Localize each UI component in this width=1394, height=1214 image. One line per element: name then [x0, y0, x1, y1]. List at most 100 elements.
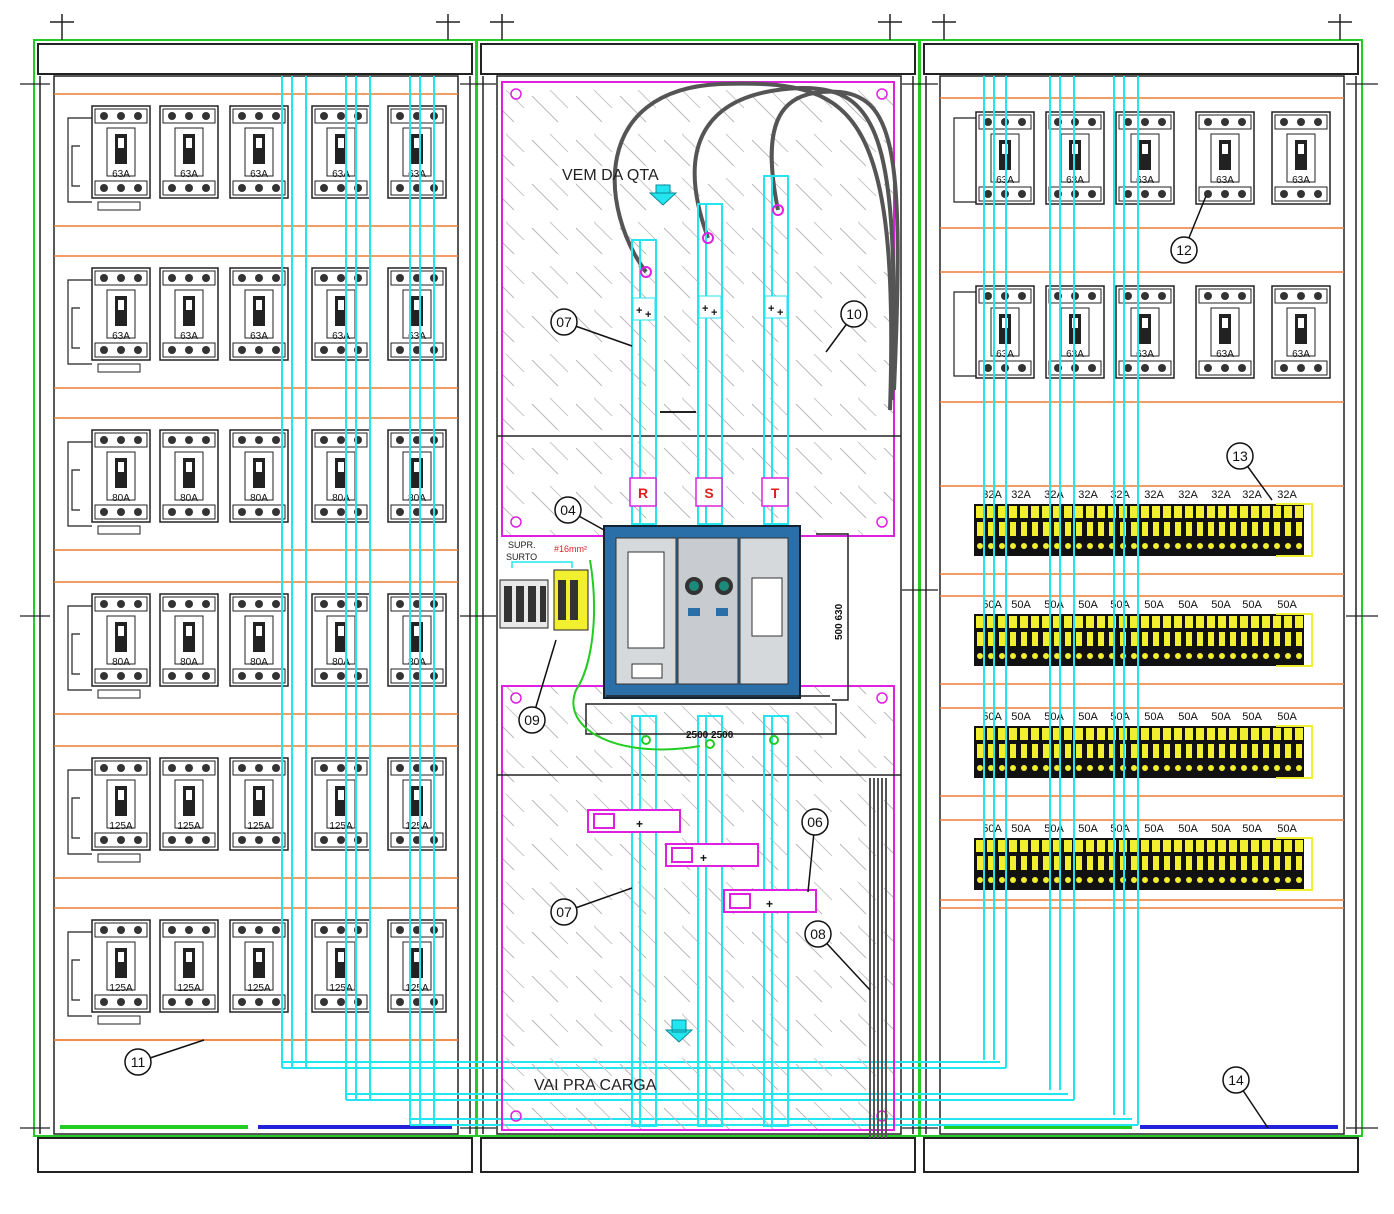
- breaker-l4-5: 80A: [387, 593, 447, 687]
- din-breaker-rating: 50A: [1144, 599, 1164, 611]
- surge-label-2: SURTO: [506, 552, 537, 562]
- breaker-r1-5: 63A: [1271, 111, 1331, 205]
- breaker-l5-5: 125A: [387, 757, 447, 851]
- din-breaker-rating: 50A: [982, 599, 1002, 611]
- breaker-rating: 125A: [329, 821, 353, 832]
- breaker-rating: 63A: [1066, 175, 1084, 186]
- breaker-rating: 125A: [405, 821, 429, 832]
- svg-text:+: +: [777, 307, 783, 319]
- breaker-rating: 80A: [408, 493, 426, 504]
- breaker-l2-2: 63A: [159, 267, 219, 361]
- breaker-rating: 125A: [109, 983, 133, 994]
- callout-number: 11: [131, 1054, 146, 1070]
- callout-07: 07: [550, 308, 633, 347]
- breaker-l2-1: 63A: [91, 267, 151, 361]
- din-breaker-rating: 50A: [1242, 599, 1262, 611]
- breaker-l3-3: 80A: [229, 429, 289, 523]
- din-breaker-rating: 32A: [1078, 489, 1098, 501]
- incoming-arrow-icon: [648, 184, 678, 206]
- breaker-l3-2: 80A: [159, 429, 219, 523]
- breaker-rating: 80A: [332, 493, 350, 504]
- breaker-l5-3: 125A: [229, 757, 289, 851]
- din-breaker-rating: 32A: [1178, 489, 1198, 501]
- breaker-r2-3: 63A: [1115, 285, 1175, 379]
- din-breaker-rating: 50A: [1044, 599, 1064, 611]
- cable-label: #16mm²: [554, 544, 587, 554]
- breaker-rating: 63A: [1292, 175, 1310, 186]
- breaker-l1-2: 63A: [159, 105, 219, 199]
- din-breaker-rating: 50A: [1178, 711, 1198, 723]
- breaker-rating: 80A: [250, 493, 268, 504]
- phase-label-s: S: [704, 485, 713, 501]
- din-breaker-rating: 50A: [1242, 823, 1262, 835]
- din-breaker-rating: 32A: [982, 489, 1002, 501]
- din-breaker-rating: 50A: [1144, 823, 1164, 835]
- callout-08: 08: [804, 920, 871, 991]
- outgoing-cable-bundle: [869, 778, 887, 1138]
- callout-10: 10: [825, 300, 868, 353]
- din-breaker-rating: 32A: [1144, 489, 1164, 501]
- breaker-l3-5: 80A: [387, 429, 447, 523]
- breaker-rating: 63A: [112, 169, 130, 180]
- din-breaker-rating: 32A: [1277, 489, 1297, 501]
- breaker-l3-1: 80A: [91, 429, 151, 523]
- breaker-side-label: 500 630: [834, 603, 845, 640]
- callout-11: 11: [124, 1039, 205, 1076]
- breaker-rating: 80A: [112, 657, 130, 668]
- breaker-rating: 80A: [408, 657, 426, 668]
- breaker-r1-4: 63A: [1195, 111, 1255, 205]
- din-breaker-rating: 50A: [1110, 599, 1130, 611]
- din-breaker-rating: 50A: [1277, 823, 1297, 835]
- din-breaker-rating: 50A: [1078, 711, 1098, 723]
- din-breaker-rating: 50A: [1078, 599, 1098, 611]
- callout-number: 10: [846, 306, 862, 322]
- svg-text:+: +: [700, 851, 707, 865]
- svg-text:+: +: [636, 305, 642, 317]
- breaker-rating: 80A: [112, 493, 130, 504]
- breaker-l1-1: 63A: [91, 105, 151, 199]
- breaker-l4-2: 80A: [159, 593, 219, 687]
- phase-label-t: T: [771, 485, 780, 501]
- breaker-rating: 80A: [180, 657, 198, 668]
- callout-09: 09: [518, 639, 557, 734]
- breaker-l6-3: 125A: [229, 919, 289, 1013]
- breaker-l6-1: 125A: [91, 919, 151, 1013]
- breaker-l1-3: 63A: [229, 105, 289, 199]
- din-breaker-rating: 50A: [1211, 711, 1231, 723]
- callout-06: 06: [801, 808, 829, 893]
- callout-number: 13: [1232, 448, 1248, 464]
- incoming-cables: [612, 81, 900, 411]
- callout-12: 12: [1170, 195, 1207, 264]
- breaker-l5-2: 125A: [159, 757, 219, 851]
- din-breaker-rating: 50A: [1011, 711, 1031, 723]
- din-breaker-rating: 50A: [1011, 823, 1031, 835]
- breaker-l5-1: 125A: [91, 757, 151, 851]
- din-breaker-rating: 32A: [1242, 489, 1262, 501]
- breaker-rating: 63A: [1292, 349, 1310, 360]
- breaker-l4-4: 80A: [311, 593, 371, 687]
- phase-label-r: R: [638, 485, 648, 501]
- breaker-rating: 125A: [329, 983, 353, 994]
- callout-number: 12: [1176, 242, 1192, 258]
- din-breaker-rating: 32A: [1011, 489, 1031, 501]
- breaker-rating: 125A: [177, 983, 201, 994]
- breaker-l5-4: 125A: [311, 757, 371, 851]
- din-breaker-rating: 50A: [982, 711, 1002, 723]
- breaker-rating: 80A: [250, 657, 268, 668]
- main-circuit-breaker: 2500 2500 500 630: [585, 525, 849, 741]
- breaker-rating: 63A: [332, 331, 350, 342]
- callout-number: 09: [524, 712, 540, 728]
- breaker-rating: 63A: [408, 169, 426, 180]
- breaker-rating: 63A: [1066, 349, 1084, 360]
- callout-04: 04: [554, 496, 605, 531]
- breaker-l1-4: 63A: [311, 105, 371, 199]
- right-busbars: [983, 76, 1139, 1125]
- breaker-rating: 125A: [247, 821, 271, 832]
- svg-text:+: +: [636, 817, 643, 831]
